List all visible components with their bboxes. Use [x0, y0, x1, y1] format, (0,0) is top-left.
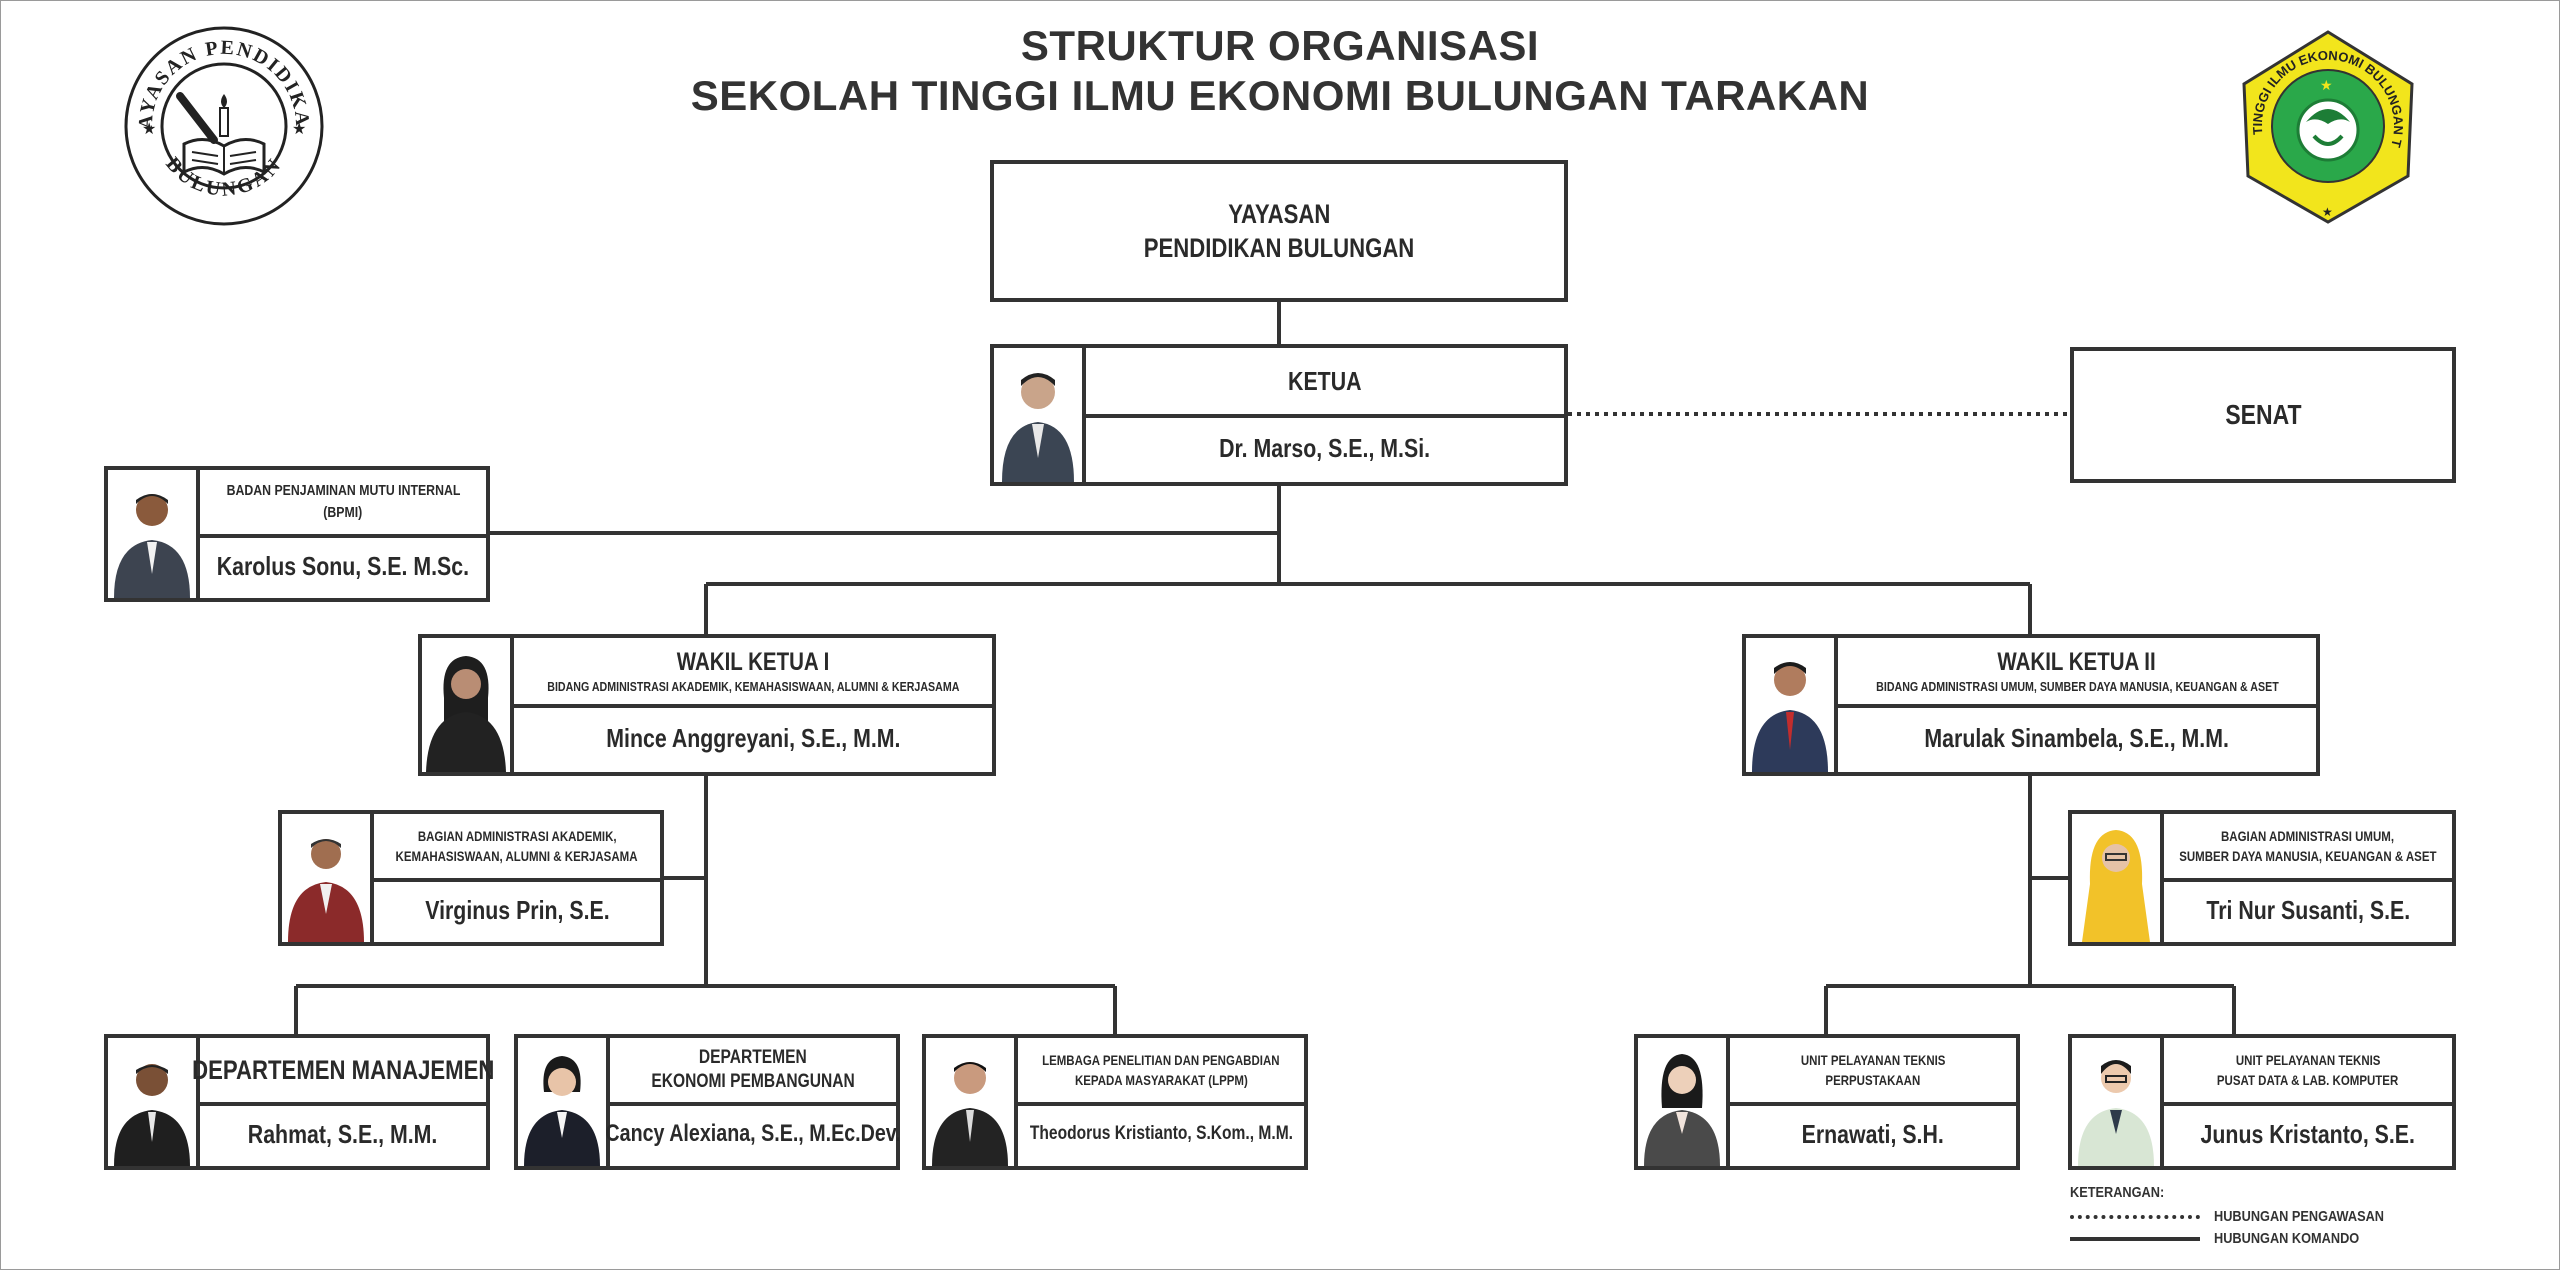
yayasan-line2: PENDIDIKAN BULUNGAN — [1143, 233, 1415, 263]
dept-ekonomi-box: DEPARTEMEN EKONOMI PEMBANGUNAN Cancy Ale… — [514, 1034, 901, 1170]
bagian-umum-role-line2: SUMBER DAYA MANUSIA, KEUANGAN & ASET — [2179, 848, 2437, 864]
upt-pusat-data-photo — [2072, 1038, 2164, 1166]
upt-perpustakaan-box: UNIT PELAYANAN TEKNIS PERPUSTAKAAN Ernaw… — [1634, 1034, 2020, 1170]
upt-perpustakaan-photo — [1638, 1038, 1730, 1166]
legend-solid-swatch — [2070, 1236, 2200, 1241]
legend-dotted-label: HUBUNGAN PENGAWASAN — [2214, 1208, 2385, 1225]
bpmi-name: Karolus Sonu, S.E. M.Sc. — [216, 550, 470, 581]
svg-text:★: ★ — [2320, 77, 2333, 93]
bagian-akademik-box: BAGIAN ADMINISTRASI AKADEMIK, KEMAHASISW… — [278, 810, 664, 946]
lppm-name: Theodorus Kristianto, S.Kom., M.M. — [1029, 1123, 1293, 1144]
upt-perpustakaan-role-line2: PERPUSTAKAAN — [1825, 1072, 1921, 1088]
yayasan-box: YAYASAN PENDIDIKAN BULUNGAN — [990, 160, 1568, 302]
wakil-ketua-2-name: Marulak Sinambela, S.E., M.M. — [1924, 722, 2230, 753]
bagian-akademik-role-line2: KEMAHASISWAAN, ALUMNI & KERJASAMA — [396, 848, 638, 864]
chart-title: STRUKTUR ORGANISASI — [1020, 22, 1540, 69]
wakil-ketua-1-name: Mince Anggreyani, S.E., M.M. — [605, 722, 901, 753]
legend-dotted-row: HUBUNGAN PENGAWASAN — [2070, 1208, 2414, 1225]
svg-text:★: ★ — [142, 121, 156, 138]
dept-manajemen-name: Rahmat, S.E., M.M. — [248, 1118, 438, 1149]
wakil-ketua-1-box: WAKIL KETUA I BIDANG ADMINISTRASI AKADEM… — [418, 634, 996, 776]
wakil-ketua-2-box: WAKIL KETUA II BIDANG ADMINISTRASI UMUM,… — [1742, 634, 2320, 776]
legend-dotted-swatch — [2070, 1214, 2200, 1219]
lppm-box: LEMBAGA PENELITIAN DAN PENGABDIAN KEPADA… — [922, 1034, 1308, 1170]
senat-box: SENAT — [2070, 347, 2456, 483]
legend: KETERANGAN: HUBUNGAN PENGAWASAN HUBUNGAN… — [2070, 1184, 2384, 1247]
dept-ekonomi-role-line1: DEPARTEMEN — [699, 1047, 807, 1068]
upt-perpustakaan-name: Ernawati, S.H. — [1801, 1118, 1945, 1149]
wakil-ketua-1-photo — [422, 638, 514, 772]
dept-ekonomi-role-line2: EKONOMI PEMBANGUNAN — [651, 1071, 855, 1092]
dept-manajemen-box: DEPARTEMEN MANAJEMEN Rahmat, S.E., M.M. — [104, 1034, 494, 1170]
ketua-box: KETUA Dr. Marso, S.E., M.Si. — [990, 344, 1568, 486]
senat-label: SENAT — [2224, 399, 2302, 430]
legend-solid-row: HUBUNGAN KOMANDO — [2070, 1230, 2385, 1247]
lppm-role-line2: KEPADA MASYARAKAT (LPPM) — [1074, 1072, 1248, 1088]
yayasan-logo: YAYASAN PENDIDIKAN BULUNGAN ★ ★ — [122, 24, 324, 226]
stie-logo: SEKOLAH TINGGI ILMU EKONOMI BULUNGAN TAR… — [2228, 26, 2414, 224]
dept-ekonomi-photo — [518, 1038, 610, 1166]
chart-subtitle: SEKOLAH TINGGI ILMU EKONOMI BULUNGAN TAR… — [690, 72, 1870, 119]
wakil-ketua-1-role: WAKIL KETUA I — [676, 648, 830, 676]
bagian-akademik-name: Virginus Prin, S.E. — [424, 894, 610, 925]
lppm-role-line1: LEMBAGA PENELITIAN DAN PENGABDIAN — [1042, 1052, 1280, 1068]
bagian-akademik-role-line1: BAGIAN ADMINISTRASI AKADEMIK, — [417, 828, 617, 844]
svg-text:★: ★ — [2322, 205, 2333, 219]
upt-pusat-data-box: UNIT PELAYANAN TEKNIS PUSAT DATA & LAB. … — [2068, 1034, 2456, 1170]
bpmi-role-line2: (BPMI) — [323, 504, 363, 521]
ketua-name: Dr. Marso, S.E., M.Si. — [1219, 432, 1431, 463]
legend-solid-label: HUBUNGAN KOMANDO — [2214, 1230, 2360, 1247]
bagian-umum-role-line1: BAGIAN ADMINISTRASI UMUM, — [2221, 828, 2395, 844]
upt-pusat-data-name: Junus Kristanto, S.E. — [2200, 1118, 2416, 1149]
upt-perpustakaan-role-line1: UNIT PELAYANAN TEKNIS — [1800, 1052, 1946, 1068]
bagian-umum-box: BAGIAN ADMINISTRASI UMUM, SUMBER DAYA MA… — [2068, 810, 2456, 946]
ketua-role: KETUA — [1288, 365, 1362, 396]
bpmi-photo — [108, 470, 200, 598]
bpmi-role-line1: BADAN PENJAMINAN MUTU INTERNAL — [226, 482, 460, 499]
dept-manajemen-role: DEPARTEMEN MANAJEMEN — [191, 1054, 495, 1085]
bagian-akademik-photo — [282, 814, 374, 942]
yayasan-line1: YAYASAN — [1227, 199, 1331, 229]
upt-pusat-data-role-line1: UNIT PELAYANAN TEKNIS — [2235, 1052, 2381, 1068]
dept-manajemen-photo — [108, 1038, 200, 1166]
bagian-umum-name: Tri Nur Susanti, S.E. — [2206, 894, 2410, 925]
svg-text:★: ★ — [292, 121, 306, 138]
ketua-photo — [994, 348, 1086, 482]
dept-ekonomi-name: Cancy Alexiana, S.E., M.Ec.Dev. — [605, 1120, 901, 1147]
lppm-photo — [926, 1038, 1018, 1166]
bagian-umum-photo — [2072, 814, 2164, 942]
wakil-ketua-1-sub: BIDANG ADMINISTRASI AKADEMIK, KEMAHASISW… — [546, 679, 960, 694]
wakil-ketua-2-photo — [1746, 638, 1838, 772]
wakil-ketua-2-sub: BIDANG ADMINISTRASI UMUM, SUMBER DAYA MA… — [1875, 679, 2279, 694]
legend-title: KETERANGAN: — [2070, 1184, 2165, 1201]
wakil-ketua-2-role: WAKIL KETUA II — [1997, 648, 2157, 676]
bpmi-box: BADAN PENJAMINAN MUTU INTERNAL (BPMI) Ka… — [104, 466, 490, 602]
upt-pusat-data-role-line2: PUSAT DATA & LAB. KOMPUTER — [2217, 1072, 2399, 1088]
